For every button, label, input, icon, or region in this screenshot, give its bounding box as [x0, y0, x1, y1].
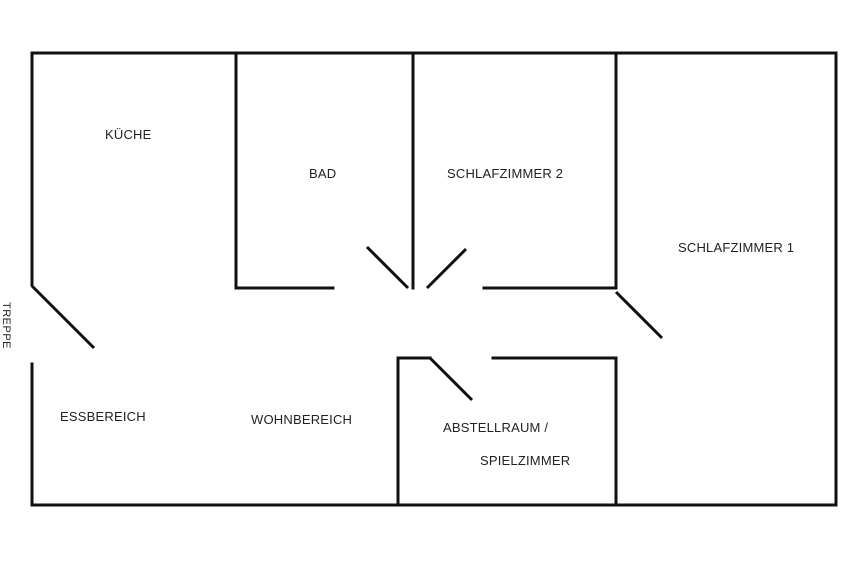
label-dining: ESSBEREICH [60, 409, 146, 424]
room-labels: KÜCHE BAD SCHLAFZIMMER 2 SCHLAFZIMMER 1 … [60, 127, 794, 468]
door-bedroom2 [425, 247, 468, 290]
label-bath: BAD [309, 166, 336, 181]
label-storage-line1: ABSTELLRAUM / [443, 420, 548, 435]
label-storage-line2: SPIELZIMMER [480, 453, 570, 468]
label-living: WOHNBEREICH [251, 412, 352, 427]
door-stairs [30, 284, 96, 350]
walls [30, 51, 838, 507]
label-stairs: TREPPE [0, 302, 12, 349]
label-bedroom2: SCHLAFZIMMER 2 [447, 166, 563, 181]
door-bedroom1 [614, 290, 664, 340]
label-bedroom1: SCHLAFZIMMER 1 [678, 240, 794, 255]
door-bath [365, 245, 410, 290]
doors [30, 245, 664, 402]
door-storage [428, 356, 474, 402]
label-kitchen: KÜCHE [105, 127, 152, 142]
